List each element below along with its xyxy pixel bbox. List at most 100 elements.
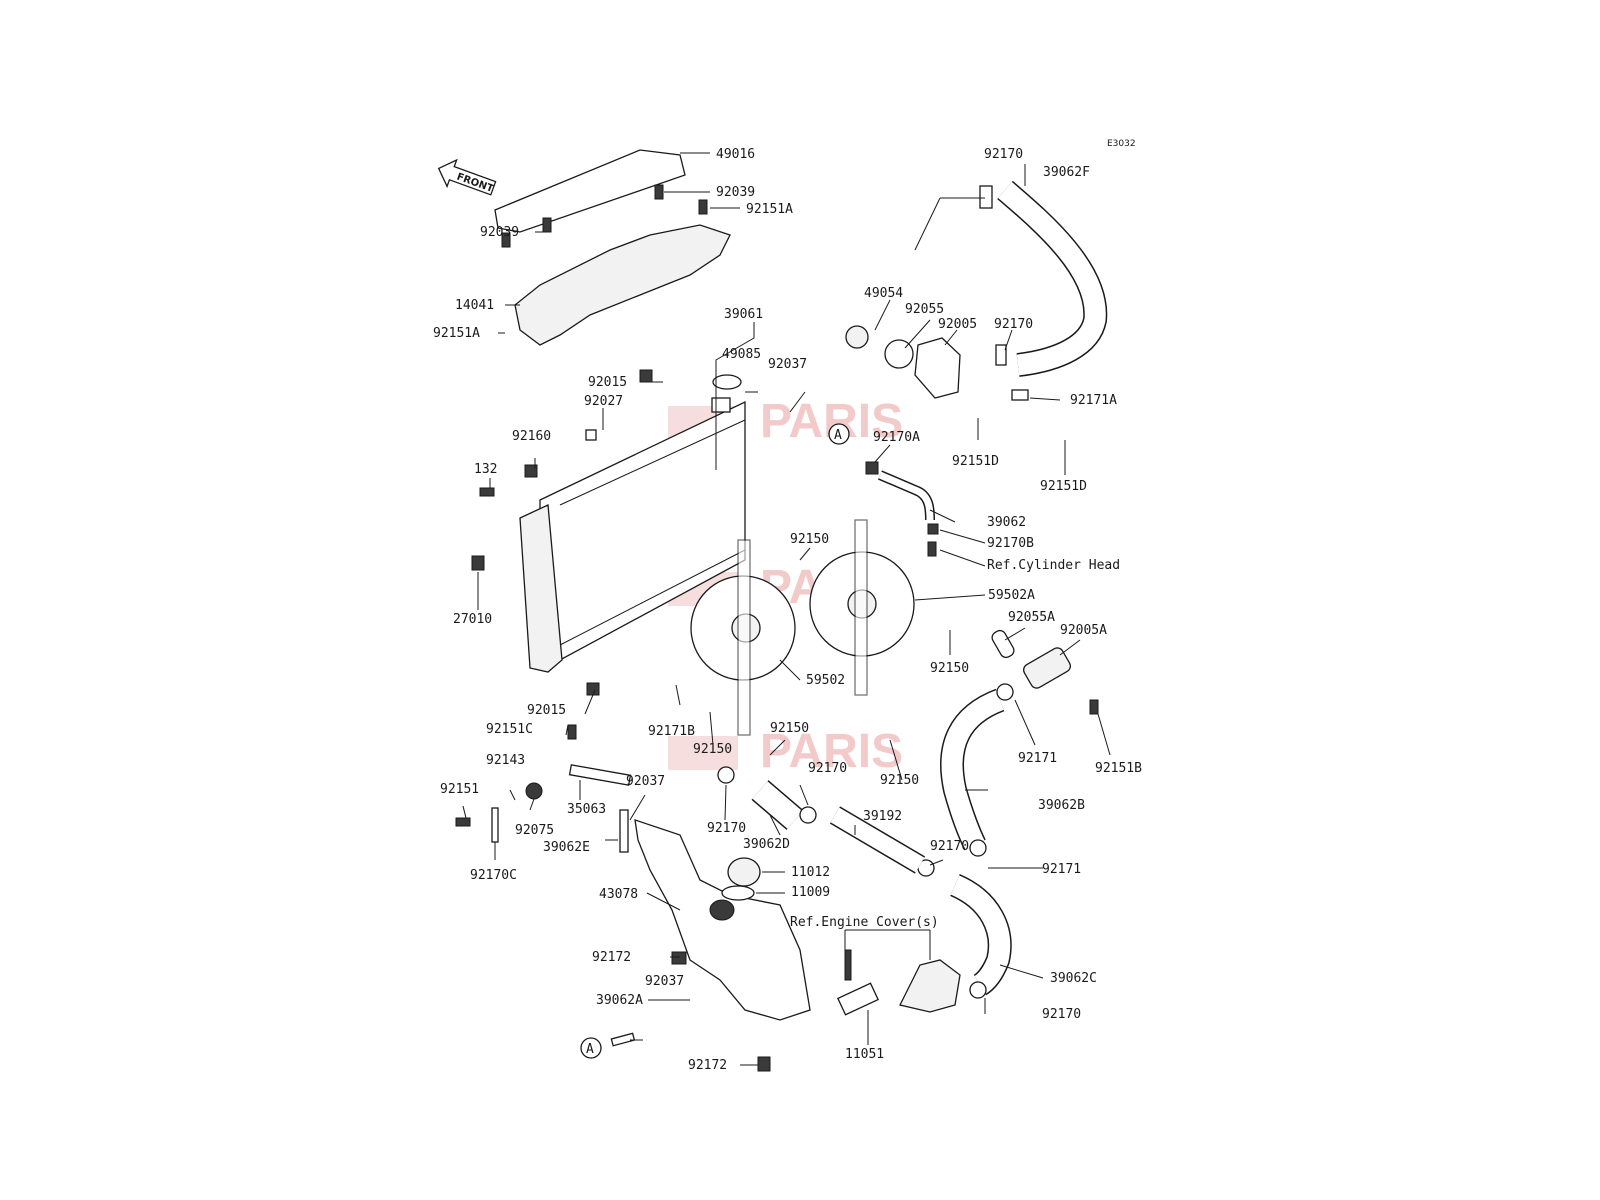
label-92027: 92027 [584, 394, 623, 409]
label-92171: 92171 [1018, 751, 1057, 766]
label-ref-cylinder-head: Ref.Cylinder Head [987, 558, 1120, 573]
bolt-icon [479, 487, 495, 497]
clamp-part [927, 523, 939, 535]
water-pipe-part [1022, 647, 1072, 689]
label-92151D: 92151D [1040, 479, 1087, 494]
label-132: 132 [474, 462, 497, 477]
label-59502A: 59502A [988, 588, 1035, 603]
bolt-icon [1089, 699, 1099, 715]
radiator-tank-part [519, 504, 563, 673]
label-39062D: 39062D [743, 837, 790, 852]
bracket-11051-part [837, 982, 879, 1016]
thermostat-housing-part [914, 337, 961, 399]
label-92005A: 92005A [1060, 623, 1107, 638]
leader-lines [462, 152, 1111, 1066]
label-43078: 43078 [599, 887, 638, 902]
label-92037: 92037 [626, 774, 665, 789]
reservoir-cap-part [727, 857, 761, 887]
fitting-part [927, 541, 937, 557]
label-39062A: 39062A [596, 993, 643, 1008]
clip-part [491, 807, 499, 843]
bolt-icon [757, 1056, 771, 1072]
label-92172: 92172 [592, 950, 631, 965]
label-39192: 39192 [863, 809, 902, 824]
bolt-icon [542, 217, 552, 233]
label-92150: 92150 [770, 721, 809, 736]
label-92055A: 92055A [1008, 610, 1055, 625]
watermark-text: PARIS [760, 725, 903, 778]
fan-bracket-part [854, 519, 868, 696]
shroud-part [514, 224, 731, 346]
label-92160: 92160 [512, 429, 551, 444]
radiator-cap-part [712, 374, 742, 390]
clamp-part [717, 766, 735, 784]
clamp-part [1011, 389, 1029, 401]
label-11012: 11012 [791, 865, 830, 880]
clamp-part [969, 981, 987, 999]
label-49054: 49054 [864, 286, 903, 301]
label-92170: 92170 [994, 317, 1033, 332]
label-92015: 92015 [588, 375, 627, 390]
clamp-part [996, 683, 1014, 701]
bracket-35063-part [568, 764, 632, 786]
ref-circle-a-icon [828, 423, 850, 445]
label-92171A: 92171A [1070, 393, 1117, 408]
label-92151A: 92151A [433, 326, 480, 341]
engine-cover-part [899, 959, 961, 1013]
label-92143: 92143 [486, 753, 525, 768]
bracket-part [586, 682, 600, 696]
collar-part [525, 782, 543, 800]
ref-circle-a-icon [580, 1037, 602, 1059]
label-14041: 14041 [455, 298, 494, 313]
label-92150: 92150 [930, 661, 969, 676]
diagram-code: E3032 [1107, 139, 1136, 149]
hose-39062A-part [610, 1032, 636, 1047]
label-49085: 49085 [722, 347, 761, 362]
label-92151: 92151 [440, 782, 479, 797]
bolt-icon [671, 951, 687, 965]
bolt-icon [844, 949, 852, 981]
label-92170: 92170 [984, 147, 1023, 162]
ref-circle-a-text: A [586, 1042, 594, 1057]
label-92170C: 92170C [470, 868, 517, 883]
label-92151A: 92151A [746, 202, 793, 217]
label-39062B: 39062B [1038, 798, 1085, 813]
label-92170: 92170 [707, 821, 746, 836]
label-92172: 92172 [688, 1058, 727, 1073]
clamp-part [865, 461, 879, 475]
filler-neck-part [711, 397, 731, 413]
label-39062C: 39062C [1050, 971, 1097, 986]
fan-bracket-part [737, 539, 751, 736]
label-92015: 92015 [527, 703, 566, 718]
label-92039: 92039 [716, 185, 755, 200]
bolt-icon [698, 199, 708, 215]
clamp-part [799, 806, 817, 824]
label-39062F: 39062F [1043, 165, 1090, 180]
label-92075: 92075 [515, 823, 554, 838]
label-39062E: 39062E [543, 840, 590, 855]
bolt-icon [501, 232, 511, 248]
sensor-part [471, 555, 485, 571]
seal-part [721, 885, 755, 901]
label-ref-engine-cover: Ref.Engine Cover(s) [790, 915, 939, 930]
clamp-part [979, 185, 993, 209]
label-92170: 92170 [808, 761, 847, 776]
watermark-box [668, 736, 738, 770]
label-92037: 92037 [768, 357, 807, 372]
ref-circle-a-text: A [834, 428, 842, 443]
bolt-icon [654, 184, 664, 200]
label-39062: 39062 [987, 515, 1026, 530]
bracket-part [639, 369, 653, 383]
grommet-part [524, 464, 538, 478]
label-92150: 92150 [693, 742, 732, 757]
thermostat-part [845, 325, 869, 349]
gasket-part [991, 629, 1015, 659]
label-92170A: 92170A [873, 430, 920, 445]
bushing-part [585, 429, 597, 441]
label-92151D: 92151D [952, 454, 999, 469]
label-92055: 92055 [905, 302, 944, 317]
clamp-part [969, 839, 987, 857]
part-labels: E3032 49016 92039 92151A 92039 14041 921… [433, 139, 1142, 1073]
label-92039: 92039 [480, 225, 519, 240]
